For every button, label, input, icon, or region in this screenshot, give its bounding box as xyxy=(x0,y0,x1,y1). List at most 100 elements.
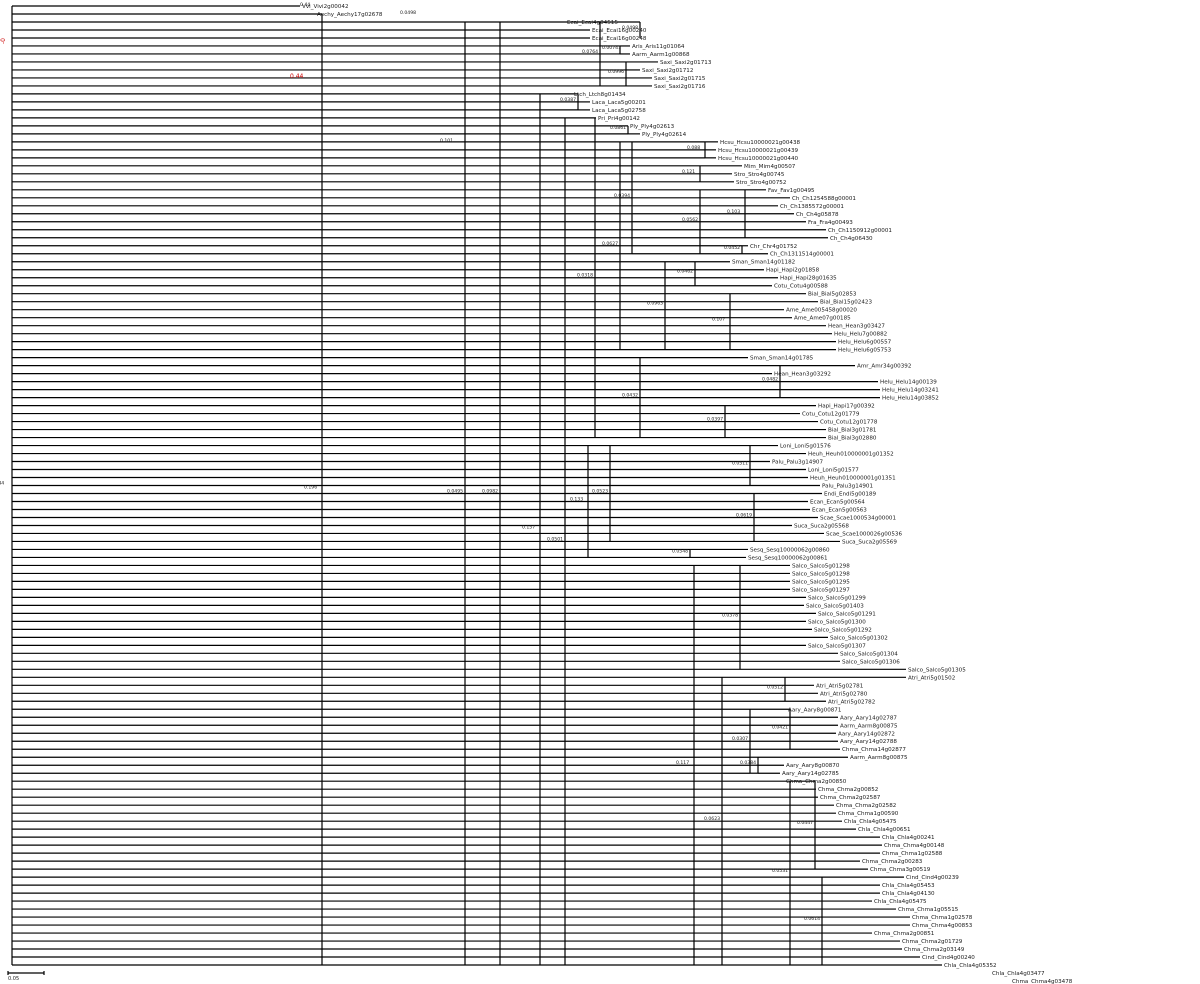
leaf-label: Chma_Chma2g00851 xyxy=(874,931,935,937)
leaf-label: Helu_Helu7g00882 xyxy=(834,332,887,338)
support-value: 0.0495 xyxy=(447,489,463,495)
support-value: 0.0501 xyxy=(547,536,563,542)
leaf-label: Salco_Salco5g01304 xyxy=(840,651,898,657)
leaf-label: Ch_Ch1311514g00001 xyxy=(770,252,834,258)
support-value: 0.0384 xyxy=(740,760,756,766)
support-value: 0.157 xyxy=(522,524,535,530)
leaf-label: Saxi_Saxi2g01716 xyxy=(654,84,706,90)
support-value: 0.0387 xyxy=(560,97,576,103)
root-marker: -0 xyxy=(0,38,7,44)
support-value: 0.00741 xyxy=(602,45,621,51)
leaf-label: Chma_Chma4g00853 xyxy=(912,923,973,929)
support-value: 0.0421 xyxy=(772,724,788,730)
support-value: 0.0307 xyxy=(732,736,748,742)
leaf-label: Chla_Chla4g03477 xyxy=(992,971,1045,977)
leaf-label: Atri_Atri5g02782 xyxy=(828,699,875,705)
leaf-label: Scae_Scae1000026g00536 xyxy=(826,531,902,537)
leaf-label: Aary_Aary14g02788 xyxy=(840,739,897,745)
leaf-label: Laca_Laca5g02758 xyxy=(592,108,646,114)
leaf-label: Ecan_Ecan5g00563 xyxy=(812,507,867,513)
leaf-label: Chma_Chma4g03478 xyxy=(1012,979,1073,984)
leaf-label: Salco_Salco5g01306 xyxy=(842,659,900,665)
leaf-label: Chma_Chma2g03149 xyxy=(904,947,965,953)
support-value: 0.0996 xyxy=(608,69,624,75)
support-value: 0.101 xyxy=(440,138,453,144)
leaf-label: Ecai_Ecai16g00248 xyxy=(592,36,647,42)
leaf-label: Endi_Endi5g00189 xyxy=(824,492,877,498)
leaf-label: Ch_Ch1385572g00001 xyxy=(780,204,844,210)
leaf-label: Chla_Chla4g05475 xyxy=(844,819,897,825)
leaf-label: Scae_Scae1000534g00001 xyxy=(820,515,896,521)
leaf-label: Palu_Palu3g14901 xyxy=(822,484,873,490)
leaf-label: Salco_Salco5g01295 xyxy=(792,579,850,585)
leaf-label: Chma_Chma2g01729 xyxy=(902,939,963,945)
leaf-label: Helu_Helu6g05753 xyxy=(838,348,892,354)
leaf-label: Ecai_Ecai4g04515 xyxy=(567,20,618,26)
leaf-label: Bial_Bial15g02423 xyxy=(820,300,872,306)
support-value: 0.44 xyxy=(0,481,4,487)
leaf-label: Cind_Cind4g00240 xyxy=(922,955,975,961)
leaf-label: Ecai_Ecai16g00240 xyxy=(592,28,647,34)
leaf-label: Stro_Stro4g00752 xyxy=(736,180,786,186)
leaf-label: Ame_Ame07g00185 xyxy=(794,316,851,322)
support-value: 0.0627 xyxy=(602,241,618,247)
leaf-label: Saxi_Saxi2g01712 xyxy=(642,68,693,74)
scale-bar-label: 0.05 xyxy=(8,976,19,982)
leaf-label: Ch_Ch1150912g00001 xyxy=(828,228,892,234)
leaf-label: Ame_Ame005458g00020 xyxy=(786,308,857,314)
leaf-label: Cind_Cind4g00239 xyxy=(906,875,959,881)
leaf-label: Bial_Bial3g02880 xyxy=(828,436,877,442)
support-value: 0.0318 xyxy=(577,273,593,279)
leaf-label: Hean_Hean3g03427 xyxy=(828,324,885,330)
leaf-label: Aary_Aary14g02787 xyxy=(840,715,897,721)
support-value: 0.0432 xyxy=(622,393,638,399)
support-value: 0.0378 xyxy=(722,612,738,618)
leaf-label: Chma_Chma2g02587 xyxy=(820,795,881,801)
leaf-label: Ecan_Ecan5g00564 xyxy=(810,499,865,505)
support-value: 0.107 xyxy=(712,317,725,323)
leaf-label: Suca_Suca2g05569 xyxy=(842,539,897,545)
leaf-label: Chla_Chla4g00241 xyxy=(882,835,935,841)
support-value: 0.0482 xyxy=(762,377,778,383)
support-value: 0.0462 xyxy=(677,269,693,275)
leaf-label: Sman_Sman14g01182 xyxy=(732,260,795,266)
leaf-label: Chma_Chma2g00852 xyxy=(818,787,878,793)
leaf-label: Laca_Laca5g00201 xyxy=(592,100,646,106)
leaf-label: Salco_Salco5g01298 xyxy=(792,563,850,569)
leaf-label: Suca_Suca2g05568 xyxy=(794,523,849,529)
leaf-label: Chla_Chla4g04130 xyxy=(882,891,935,897)
leaf-label: Helu_Helu14g00139 xyxy=(880,380,937,386)
leaf-label: Aary_Aary8g00870 xyxy=(786,763,840,769)
support-value: 0.0614 xyxy=(804,916,820,922)
leaf-label: Salco_Salco5g01305 xyxy=(908,667,966,673)
leaf-label: Chma_Chma2g02582 xyxy=(836,803,896,809)
support-value: 0.0619 xyxy=(736,512,752,518)
support-value: 0.121 xyxy=(682,169,695,175)
leaf-label: Ch_Ch1254588g00001 xyxy=(792,196,856,202)
leaf-label: Sesq_Sesq10000062g00861 xyxy=(748,555,828,561)
support-value: 0.0447 xyxy=(797,820,813,826)
leaf-label: Cotu_Cotu4g00588 xyxy=(774,284,828,290)
leaf-label: Pri_Pri4g00142 xyxy=(598,116,640,122)
leaf-label: Aarm_Aarm8g00875 xyxy=(850,755,908,761)
leaf-label: Aarm_Aarm1g00868 xyxy=(632,52,690,58)
leaf-label: Mim_Mim4g00507 xyxy=(744,164,796,170)
leaf-label: Fav_Fav1g00495 xyxy=(768,188,815,194)
leaf-label: Hapi_Hapi17g00392 xyxy=(818,404,875,410)
tree-branches xyxy=(11,5,942,966)
support-value: 0.088 xyxy=(687,145,700,151)
leaf-label: Chr_Chr4g01752 xyxy=(750,244,797,250)
leaf-label: Salco_Salco5g01300 xyxy=(808,619,866,625)
leaf-label: Salco_Salco5g01291 xyxy=(818,611,876,617)
leaf-label: Aary_Aary14g02872 xyxy=(838,731,895,737)
leaf-label: Chma_Chma2g00283 xyxy=(862,859,923,865)
leaf-label: Aary_Aary14g02785 xyxy=(782,771,839,777)
leaf-label: Heuh_Heuh010000001g01352 xyxy=(808,452,894,458)
support-value: 0.0562 xyxy=(682,217,698,223)
leaf-label: Salco_Salco5g01299 xyxy=(808,595,866,601)
leaf-label: Ch_Ch4g06430 xyxy=(830,236,873,242)
support-value: 0.0523 xyxy=(592,489,608,495)
leaf-label: Sesq_Sesq10000062g00860 xyxy=(750,547,830,553)
leaf-label: Heuh_Heuh010000001g01351 xyxy=(810,476,896,482)
leaf-label: Chma_Chma1g02578 xyxy=(912,915,973,921)
